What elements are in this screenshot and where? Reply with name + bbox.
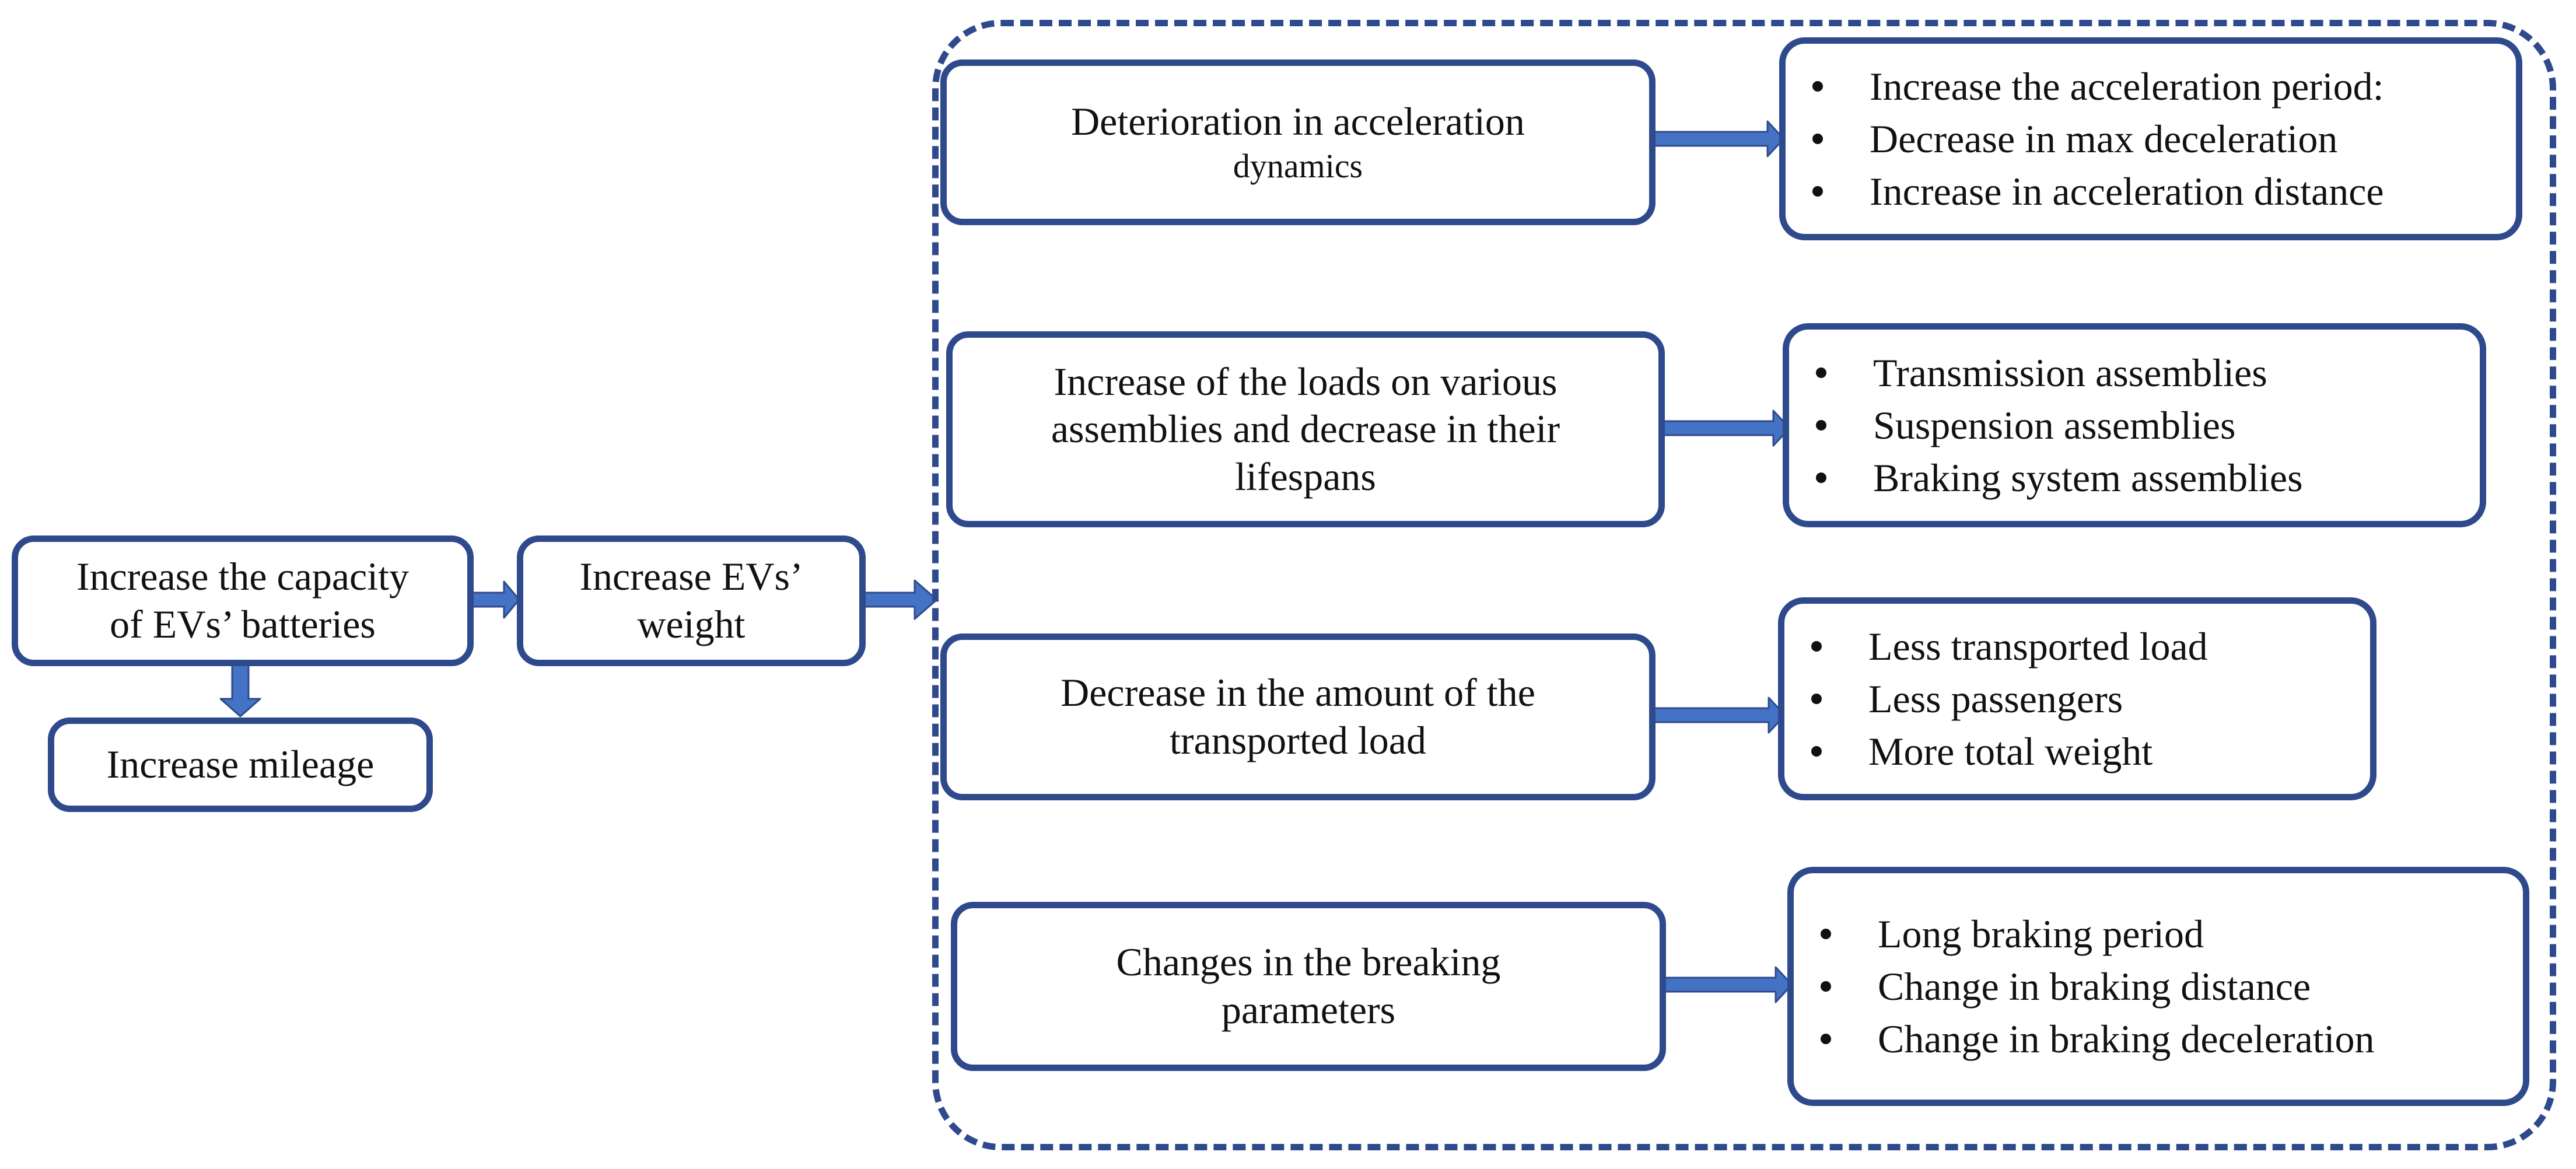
detail-text: Increase the acceleration period: (1870, 64, 2384, 108)
arrow-weight-to-frame (861, 579, 938, 620)
detail-item: Transmission assemblies (1816, 346, 2480, 399)
cause-box-transported-load: Decrease in the amount of the transporte… (940, 634, 1656, 800)
detail-text: Less passengers (1868, 677, 2123, 721)
detail-box-acceleration: Increase the acceleration period: Decrea… (1779, 37, 2522, 240)
cause-loads-line-2: assemblies and decrease in their (1051, 407, 1560, 452)
capacity-line-2: of EVs’ batteries (110, 602, 376, 646)
detail-text: Less transported load (1868, 624, 2208, 668)
cause-box-loads: Increase of the loads on various assembl… (946, 331, 1665, 527)
cause-loads-line-3: lifespans (1235, 454, 1376, 499)
mileage-label: Increase mileage (106, 742, 374, 787)
arrow-effect-4 (1660, 966, 1793, 1003)
cause-braking-line-2: parameters (1221, 988, 1396, 1032)
detail-box-braking: Long braking period Change in braking di… (1787, 867, 2529, 1106)
detail-text: Change in braking deceleration (1878, 1017, 2375, 1061)
bullet-icon (1816, 473, 1826, 483)
increase-mileage-box: Increase mileage (48, 718, 433, 812)
detail-text: Long braking period (1878, 912, 2204, 956)
bullet-icon (1816, 420, 1826, 430)
detail-text: Change in braking distance (1878, 964, 2311, 1009)
effects-group-frame (932, 20, 2556, 1150)
weight-line-2: weight (637, 602, 746, 646)
increase-capacity-box: Increase the capacity of EVs’ batteries (12, 536, 474, 666)
bullet-icon (1821, 981, 1831, 992)
detail-item: Braking system assemblies (1816, 452, 2480, 504)
cause-loads-line-1: Increase of the loads on various (1054, 359, 1558, 404)
cause-acceleration-line-1: Deterioration in acceleration (1071, 99, 1525, 144)
detail-item: Increase the acceleration period: (1812, 60, 2516, 113)
detail-box-transported-load: Less transported load Less passengers Mo… (1778, 597, 2376, 800)
detail-item: Decrease in max deceleration (1812, 113, 2516, 165)
detail-item: Less transported load (1811, 620, 2370, 673)
bullet-icon (1816, 368, 1826, 378)
detail-item: Increase in acceleration distance (1812, 165, 2516, 218)
detail-item: Less passengers (1811, 673, 2370, 725)
detail-text: Decrease in max deceleration (1870, 117, 2338, 161)
cause-transported-line-1: Decrease in the amount of the (1060, 670, 1535, 715)
bullet-icon (1811, 746, 1822, 757)
bullet-icon (1812, 134, 1823, 144)
detail-item: Change in braking distance (1821, 960, 2523, 1013)
cause-braking-line-1: Changes in the breaking (1116, 940, 1501, 985)
detail-text: Increase in acceleration distance (1870, 169, 2384, 214)
bullet-icon (1811, 641, 1822, 652)
arrow-effect-3 (1651, 696, 1786, 734)
cause-box-acceleration: Deterioration in acceleration dynamics (940, 60, 1656, 225)
cause-transported-line-2: transported load (1170, 718, 1426, 762)
detail-item: Change in braking deceleration (1821, 1013, 2523, 1065)
detail-item: Suspension assemblies (1816, 399, 2480, 452)
arrow-capacity-to-mileage (219, 663, 261, 718)
bullet-icon (1811, 694, 1822, 704)
bullet-icon (1821, 1034, 1831, 1044)
arrow-effect-2 (1659, 410, 1791, 447)
detail-text: Transmission assemblies (1873, 351, 2267, 395)
increase-weight-box: Increase EVs’ weight (517, 536, 866, 666)
detail-text: Braking system assemblies (1873, 456, 2303, 500)
detail-text: More total weight (1868, 729, 2153, 774)
detail-box-loads: Transmission assemblies Suspension assem… (1783, 323, 2486, 527)
cause-acceleration-line-2: dynamics (1233, 147, 1363, 185)
detail-text: Suspension assemblies (1873, 403, 2236, 447)
bullet-icon (1821, 929, 1831, 939)
arrow-effect-1 (1651, 120, 1785, 158)
bullet-icon (1812, 81, 1823, 92)
capacity-line-1: Increase the capacity (76, 554, 410, 599)
cause-box-braking: Changes in the breaking parameters (951, 902, 1666, 1071)
detail-item: More total weight (1811, 725, 2370, 778)
arrow-capacity-to-weight (469, 580, 520, 619)
bullet-icon (1812, 186, 1823, 197)
weight-line-1: Increase EVs’ (579, 554, 803, 599)
detail-item: Long braking period (1821, 908, 2523, 960)
